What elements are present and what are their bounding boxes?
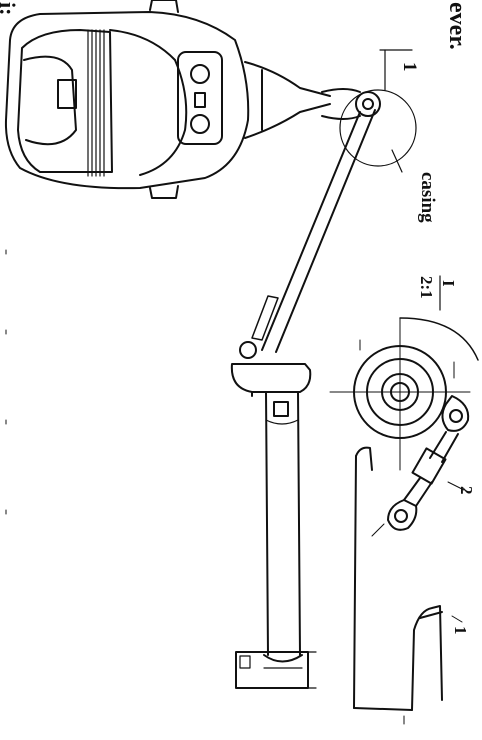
casing-label: casing [417, 172, 438, 223]
detail-ref-label: I [439, 280, 458, 287]
arm [239, 109, 376, 359]
margin-fragment: i: [0, 2, 20, 16]
detail-part-2-label: 2 [457, 486, 476, 495]
detail-view [329, 275, 479, 725]
casing-joint [321, 49, 417, 173]
callout-casing-number: 1 [399, 62, 420, 72]
dryer-hood [4, 0, 331, 199]
detail-scale-label: 2:1 [417, 276, 436, 299]
detail-part-1-label: 1 [451, 626, 470, 635]
header-fragment: ever. [444, 2, 470, 50]
stand-column [230, 363, 317, 689]
